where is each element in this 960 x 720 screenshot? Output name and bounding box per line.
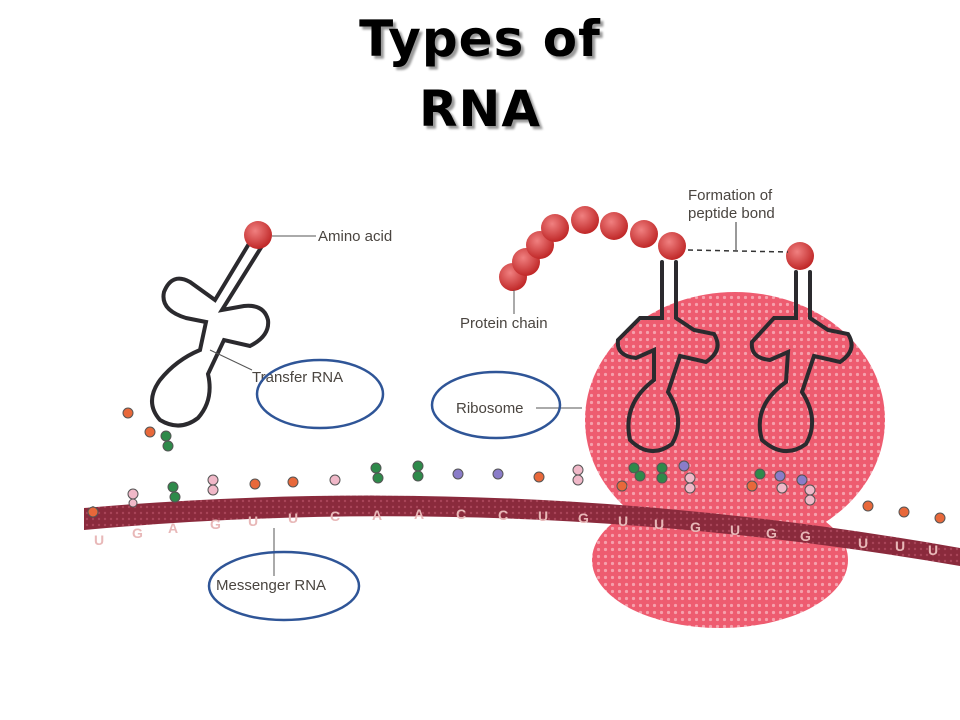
base-letter: U (94, 532, 104, 548)
base-letter: G (578, 510, 589, 526)
transfer-rna-bound (615, 260, 854, 453)
base-letter: A (372, 507, 382, 523)
messenger-rna-strand (84, 495, 960, 566)
base-letter: U (858, 535, 868, 551)
highlight-messenger-rna (207, 550, 361, 622)
highlight-circles (207, 358, 562, 622)
base-letter: G (800, 528, 811, 544)
peptide-bond-line (687, 249, 789, 253)
base-letter: C (330, 508, 340, 524)
label-formation-line1: Formation of (688, 187, 773, 204)
amino-acid-ball (244, 221, 272, 249)
base-letter: U (654, 516, 664, 532)
label-protein-chain: Protein chain (460, 315, 548, 332)
highlight-ribosome (430, 370, 562, 440)
page-subtitle: RNA (418, 80, 542, 138)
highlight-transfer-rna (255, 358, 385, 430)
base-letter: U (895, 538, 905, 554)
base-letter: U (248, 513, 258, 529)
base-letter: U (618, 513, 628, 529)
bound-anticodons (628, 460, 816, 506)
ribosome (585, 292, 885, 628)
base-letter: G (132, 525, 143, 541)
base-letter: G (690, 519, 701, 535)
base-letter: U (730, 522, 740, 538)
protein-chain (499, 206, 814, 291)
label-amino-acid: Amino acid (318, 228, 392, 245)
mrna-bases: U G A G U U C A A C C U G U U G U G G U … (94, 506, 938, 558)
label-messenger-rna: Messenger RNA (216, 577, 326, 594)
base-letter: C (456, 506, 466, 522)
label-ribosome: Ribosome (456, 400, 524, 417)
label-formation-line2: peptide bond (688, 205, 775, 222)
leader-lines (209, 235, 582, 576)
base-letter: C (498, 507, 508, 523)
base-letter: G (766, 525, 777, 541)
page-title: Types of (359, 10, 601, 68)
base-letter: U (538, 508, 548, 524)
base-letter: A (414, 506, 424, 522)
label-transfer-rna: Transfer RNA (252, 369, 343, 386)
nucleotide-bases (87, 460, 946, 524)
transfer-rna-free (150, 240, 271, 428)
base-letter: G (210, 516, 221, 532)
trna-anticodon (122, 407, 174, 452)
base-letter: U (928, 542, 938, 558)
base-letter: A (168, 520, 178, 536)
base-letter: U (288, 510, 298, 526)
